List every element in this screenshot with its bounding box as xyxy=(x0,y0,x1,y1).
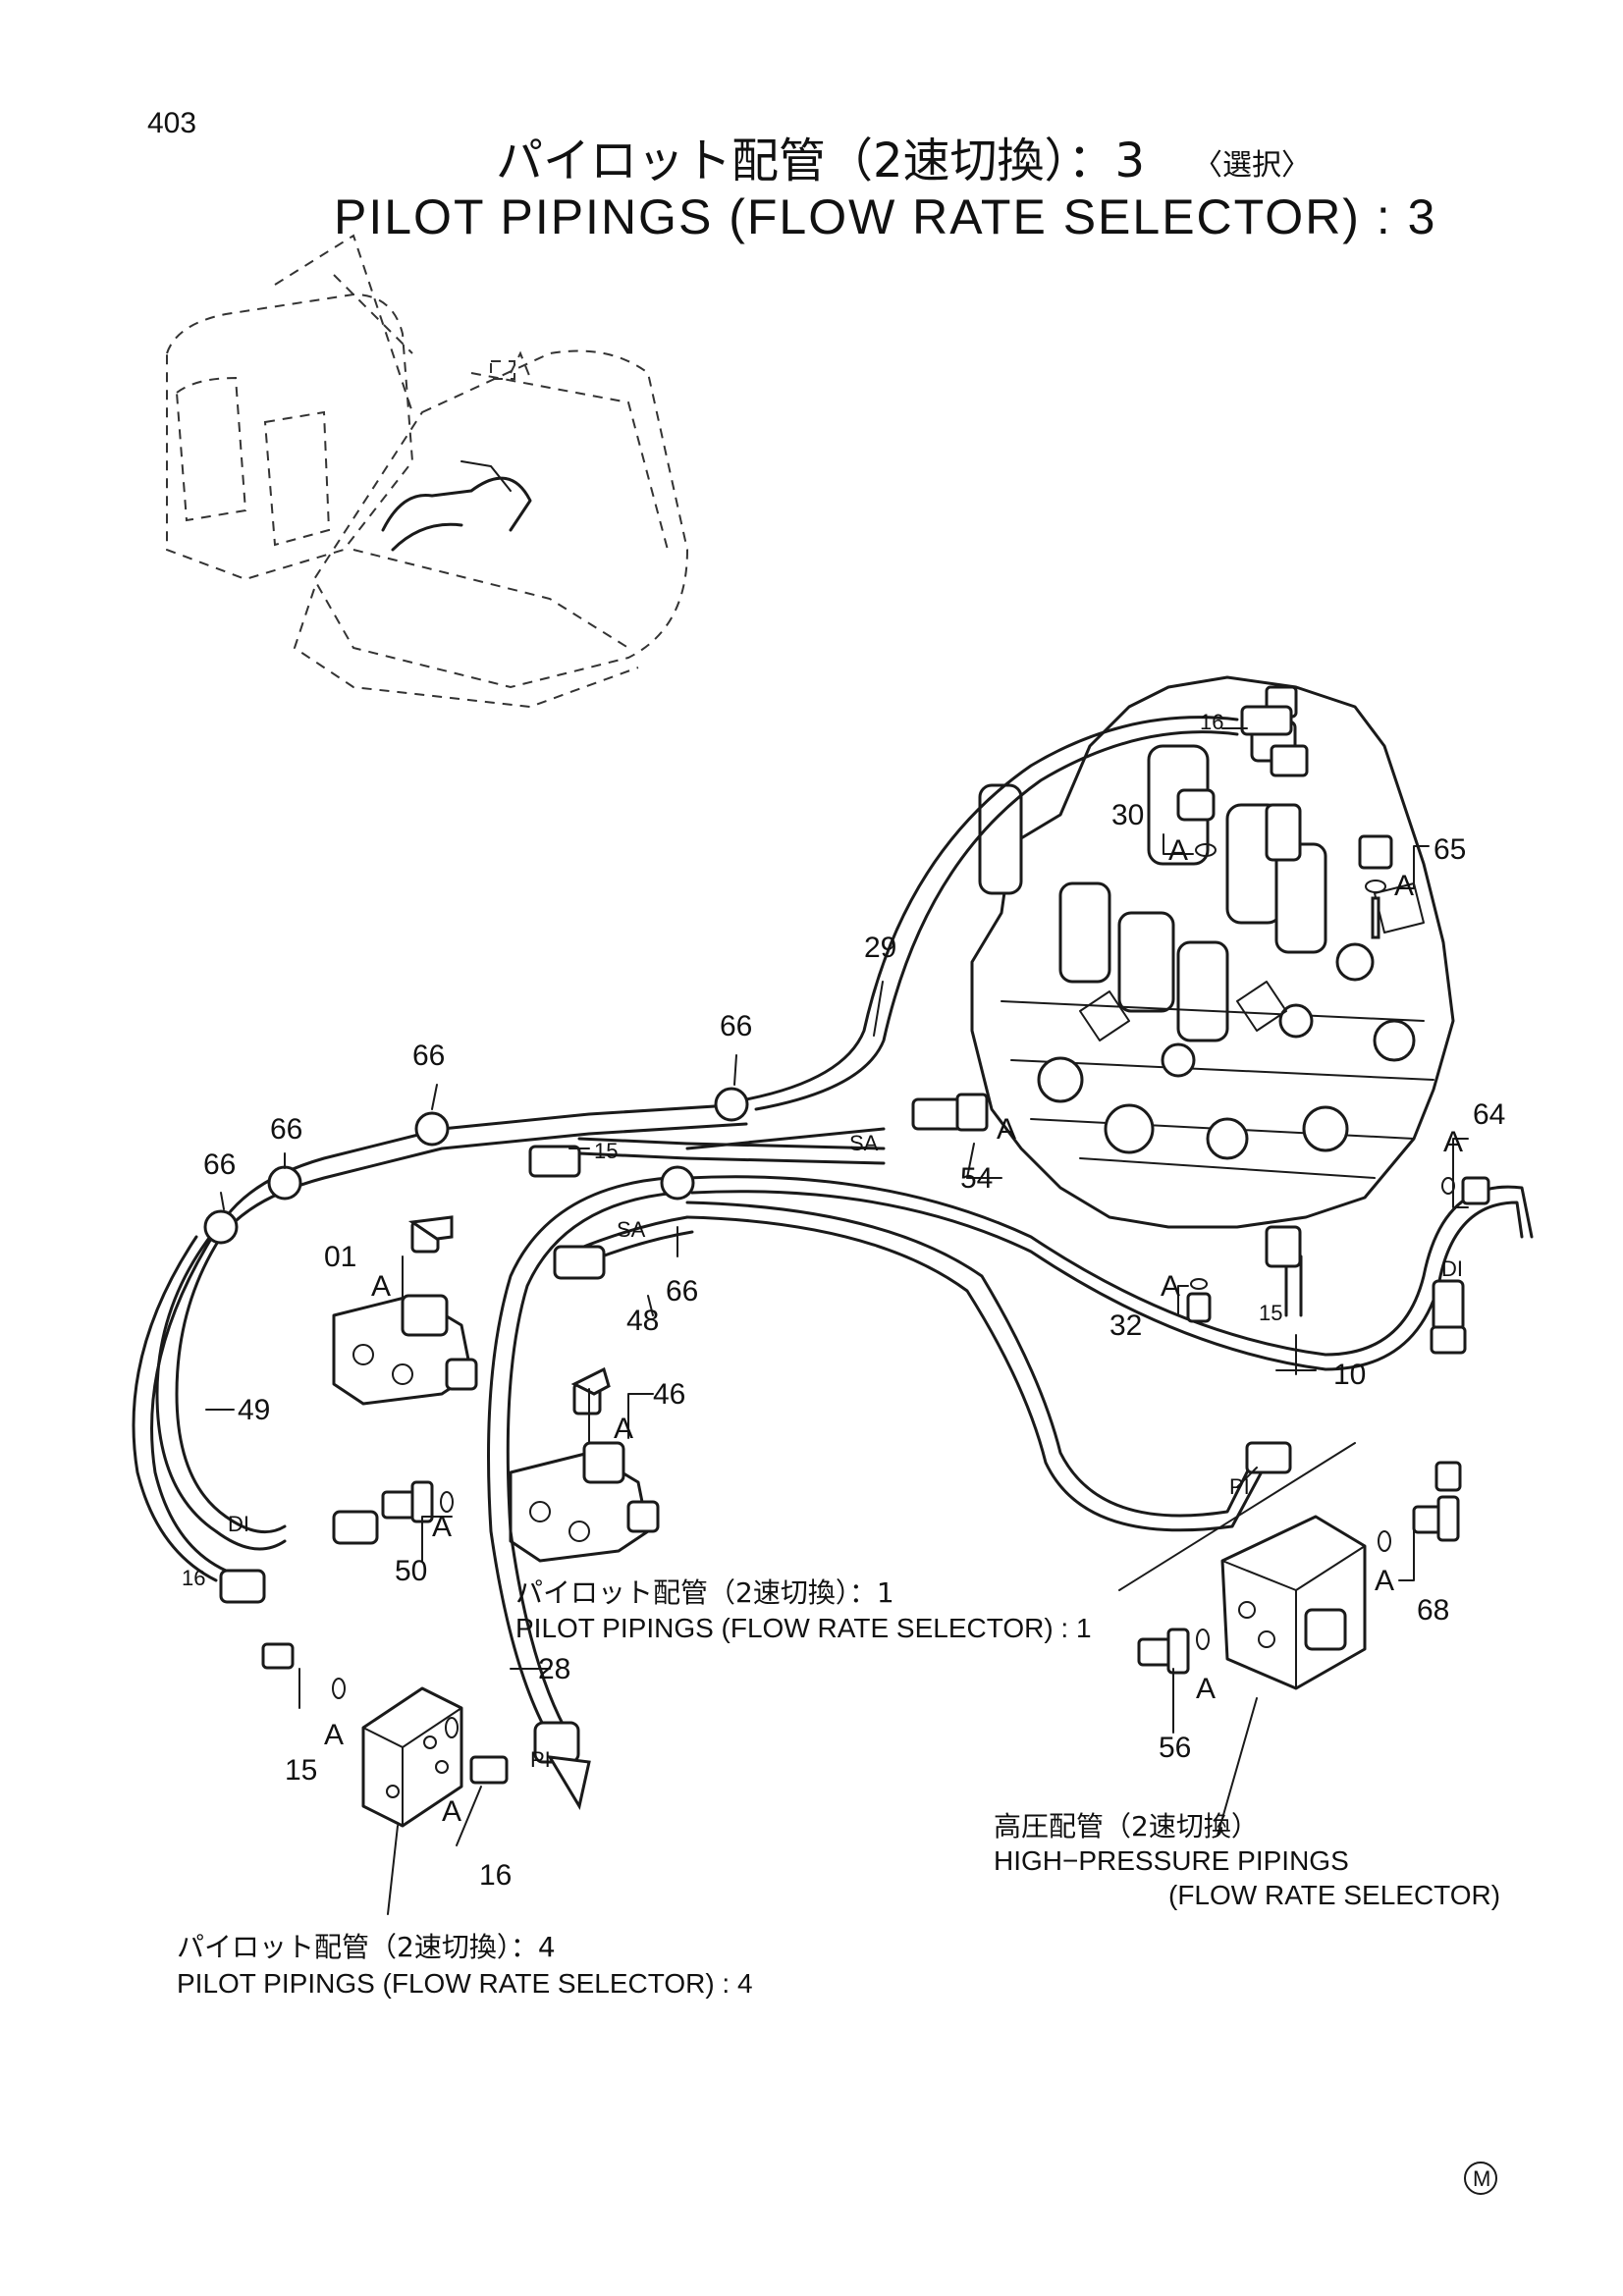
label-10: 10 xyxy=(1333,1359,1366,1391)
ref1-japanese: パイロット配管（2速切換）：1 xyxy=(515,1576,894,1609)
label-a-46: A xyxy=(614,1413,633,1445)
label-48: 48 xyxy=(626,1305,659,1337)
high-pressure-block xyxy=(1118,1442,1462,1690)
footer-mark-letter: M xyxy=(1473,2166,1490,2191)
label-28: 28 xyxy=(538,1653,570,1685)
label-66-d: 66 xyxy=(203,1148,236,1181)
label-49: 49 xyxy=(238,1394,270,1426)
label-16-left: 16 xyxy=(182,1566,205,1590)
label-a-50: A xyxy=(432,1511,452,1543)
control-valve-assembly xyxy=(970,675,1455,1229)
high-pressure-english-2: (FLOW RATE SELECTOR) xyxy=(1168,1880,1500,1910)
label-64: 64 xyxy=(1473,1098,1505,1131)
label-15-low: 15 xyxy=(285,1754,317,1787)
cross-references: パイロット配管（2速切換）：1 PILOT PIPINGS (FLOW RATE… xyxy=(177,1576,1500,1999)
high-pressure-english-1: HIGH−PRESSURE PIPINGS xyxy=(994,1845,1349,1876)
label-32: 32 xyxy=(1109,1309,1142,1342)
label-16-top: 16 xyxy=(1200,710,1223,734)
part-labels: 16 30 A 65 A 29 66 66 66 66 15 SA A 54 6… xyxy=(182,710,1505,1892)
label-a-65: A xyxy=(1394,870,1414,902)
pilot-block-4 xyxy=(332,1678,463,1828)
label-sa-upper: SA xyxy=(849,1131,879,1155)
high-pressure-japanese: 高圧配管（2速切換） xyxy=(994,1810,1259,1842)
label-a-15: A xyxy=(324,1719,344,1751)
label-66-e: 66 xyxy=(666,1275,698,1308)
label-di-left: DI xyxy=(228,1512,249,1536)
label-a-68: A xyxy=(1375,1565,1394,1597)
label-a-16: A xyxy=(442,1795,461,1828)
label-pi-low: PI xyxy=(530,1747,551,1772)
label-65: 65 xyxy=(1434,833,1466,866)
ref4-english: PILOT PIPINGS (FLOW RATE SELECTOR) : 4 xyxy=(177,1968,753,1999)
label-01: 01 xyxy=(324,1241,356,1273)
label-sa-lower: SA xyxy=(617,1217,646,1242)
label-46: 46 xyxy=(653,1378,685,1411)
label-15-top: 15 xyxy=(594,1139,618,1163)
label-pi-right: PI xyxy=(1229,1474,1250,1499)
plugs-right xyxy=(1186,1176,1490,1323)
label-68: 68 xyxy=(1417,1594,1449,1627)
title-english: PILOT PIPINGS (FLOW RATE SELECTOR) : 3 xyxy=(334,189,1436,244)
label-66-c: 66 xyxy=(270,1113,302,1146)
ref1-english: PILOT PIPINGS (FLOW RATE SELECTOR) : 1 xyxy=(515,1613,1092,1643)
hose-fittings xyxy=(219,705,1467,1810)
label-a-30: A xyxy=(1168,834,1188,867)
ref4-japanese: パイロット配管（2速切換）：4 xyxy=(177,1931,556,1963)
label-15-mid: 15 xyxy=(1259,1301,1282,1325)
title-japanese-note: 〈選択〉 xyxy=(1193,148,1311,183)
hoses xyxy=(132,716,1534,1739)
label-66-b: 66 xyxy=(720,1010,752,1042)
label-di-right: DI xyxy=(1441,1256,1463,1281)
excavator-overview-illustration xyxy=(166,234,689,709)
label-16-low: 16 xyxy=(479,1859,512,1892)
label-a-64: A xyxy=(1443,1126,1463,1158)
label-54: 54 xyxy=(960,1162,993,1195)
leader-lines xyxy=(205,727,1469,1915)
hose-clamps xyxy=(203,1087,749,1245)
label-56: 56 xyxy=(1159,1732,1191,1764)
label-29: 29 xyxy=(864,932,896,964)
label-a-56: A xyxy=(1196,1673,1216,1705)
label-a-01: A xyxy=(371,1270,391,1303)
label-a-54: A xyxy=(997,1113,1016,1146)
selector-valve-blocks xyxy=(332,1215,660,1563)
label-50: 50 xyxy=(395,1555,427,1587)
page-number: 403 xyxy=(147,107,196,139)
footer-mark: M xyxy=(1464,2162,1497,2195)
label-a-32: A xyxy=(1161,1270,1180,1303)
label-66-a: 66 xyxy=(412,1040,445,1072)
title-japanese: パイロット配管（2速切換）：3 xyxy=(496,133,1145,188)
label-30: 30 xyxy=(1111,799,1144,831)
